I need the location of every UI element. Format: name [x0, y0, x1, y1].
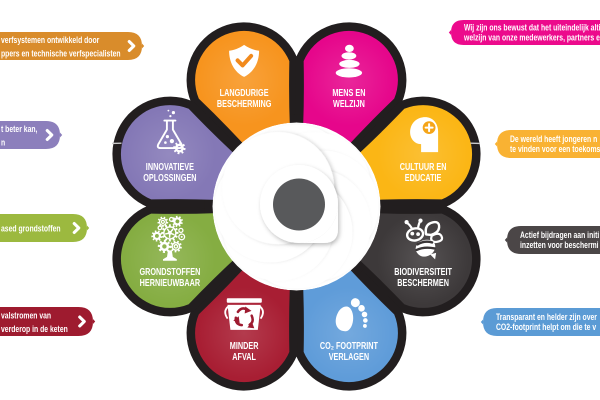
- callout-ribbon-shape: [480, 308, 600, 336]
- petal-sheen: [123, 108, 216, 201]
- chevron-right-icon: [78, 315, 86, 328]
- petal-label-biodiversiteit-beschermen: BIODIVERSITEIT BESCHERMEN: [394, 266, 452, 288]
- callout-left-beter-kan[interactable]: t beter kan, n: [0, 121, 63, 149]
- shield-check-icon: [229, 44, 260, 77]
- callout-text-line: inzetten voor beschermi: [520, 240, 599, 250]
- petal-sheen: [302, 33, 395, 126]
- petal-sheen: [198, 33, 291, 126]
- petal-label-line2: HERNIEUWBAAR: [140, 277, 201, 288]
- callout-ribbon-shape: [494, 130, 600, 158]
- callout-text-line: Wij zijn ons bewust dat het uiteindelijk…: [464, 22, 600, 32]
- callout-ribbon-shape: [0, 121, 63, 149]
- petal-label-line1: LANGDURIGE: [220, 87, 269, 98]
- callout-text-line: De wereld heeft jongeren n: [510, 134, 597, 144]
- petal-label-line2: AFVAL: [232, 351, 256, 362]
- petal-label-line1: MENS EN: [332, 87, 365, 98]
- callout-ribbon-shape: [0, 214, 90, 242]
- gear-tree-icon: [151, 215, 186, 261]
- petal-label-minder-afval: MINDER AFVAL: [230, 340, 259, 362]
- petal-label-innovatieve-oplossingen: INNOVATIEVE OPLOSSINGEN: [143, 161, 196, 183]
- petal-sheen: [302, 287, 395, 380]
- petal-sheen: [198, 287, 291, 380]
- petal-icons: [151, 44, 444, 332]
- callout-ribbon-shape: [448, 20, 600, 45]
- callout-text-line: ppers en technische verfspecialisten: [1, 48, 121, 58]
- petal-label-langdurige-bescherming: LANGDURIGE BESCHERMING: [217, 87, 272, 109]
- flask-gear-icon: [156, 109, 186, 155]
- petal-label-line2: BESCHERMEN: [397, 277, 449, 288]
- callout-text-line: CO2-footprint helpt om die te v: [496, 322, 597, 332]
- chevron-right-icon: [45, 129, 54, 141]
- callout-right-welzijn-bewust[interactable]: Wij zijn ons bewust dat het uiteindelijk…: [448, 20, 600, 45]
- footprint-icon: [335, 298, 368, 332]
- callout-right-jongeren[interactable]: De wereld heeft jongeren nte vinden voor…: [494, 130, 600, 158]
- petal-label-line2: OPLOSSINGEN: [143, 172, 196, 183]
- callout-text-line: valstromen van: [1, 310, 51, 320]
- petal-label-line2: VERLAGEN: [329, 351, 369, 362]
- petal-label-cultuur-en-educatie: CULTUUR EN EDUCATIE: [400, 161, 447, 183]
- callout-ribbon-shape: [0, 32, 145, 60]
- stacked-stones-icon: [335, 44, 363, 78]
- petal-label-line1: CO₂ FOOTPRINT: [320, 340, 379, 351]
- callout-left-verfsystemen[interactable]: verfsystemen ontwikkeld door ppers en tec…: [0, 32, 145, 60]
- callout-text-line: Actief bijdragen aan initi: [520, 230, 599, 240]
- petal-label-line1: BIODIVERSITEIT: [394, 266, 452, 277]
- petal-sheen: [377, 108, 470, 201]
- callout-text-line: Transparant en helder zijn over: [496, 312, 598, 322]
- bee-icon: [404, 218, 444, 260]
- petal-label-line1: CULTUUR EN: [400, 161, 447, 172]
- petal-label-line2: WELZIJN: [333, 98, 365, 109]
- head-plus-icon: [410, 117, 439, 153]
- petal-label-line2: EDUCATIE: [405, 172, 442, 183]
- callout-text-line: verderop in de keten: [1, 324, 68, 334]
- petal-label-co2-footprint-verlagen: CO₂ FOOTPRINT VERLAGEN: [320, 340, 379, 362]
- bucket-recycle-icon: [224, 298, 264, 330]
- petal-label-line2: BESCHERMING: [217, 98, 272, 109]
- petal-label-line1: INNOVATIEVE: [146, 161, 194, 172]
- petal-label-grondstoffen-hernieuwbaar: GRONDSTOFFEN HERNIEUWBAAR: [139, 266, 200, 288]
- callout-text-line: ased grondstoffen: [1, 223, 61, 233]
- callout-right-transparant[interactable]: Transparant en helder zijn overCO2-footp…: [480, 308, 600, 336]
- callout-text-line: n: [1, 137, 5, 147]
- flower: LANGDURIGE BESCHERMING MENS EN WELZIJN C…: [112, 22, 481, 391]
- chevron-right-icon: [72, 222, 81, 234]
- callout-ribbon-shape: [0, 307, 96, 336]
- callout-left-afvalstromen[interactable]: valstromen van verderop in de keten: [0, 307, 96, 336]
- petal-label-line1: MINDER: [230, 340, 259, 351]
- center-logo: [212, 122, 381, 291]
- petal-label-line1: GRONDSTOFFEN: [139, 266, 200, 277]
- callout-text-line: te vinden voor een toekoms: [510, 144, 600, 154]
- petal-label-mens-en-welzijn: MENS EN WELZIJN: [332, 87, 365, 109]
- center-dot: [273, 178, 325, 231]
- petal-sheen: [377, 212, 470, 305]
- callout-text-line: welzijn van onze medewerkers, partners e: [463, 32, 600, 42]
- callout-text-line: verfsystemen ontwikkeld door: [1, 35, 100, 45]
- chevron-right-icon: [127, 40, 136, 52]
- callout-left-biobased[interactable]: ased grondstoffen: [0, 214, 90, 242]
- callout-text-line: t beter kan,: [1, 124, 37, 134]
- callout-ribbon-shape: [504, 226, 600, 254]
